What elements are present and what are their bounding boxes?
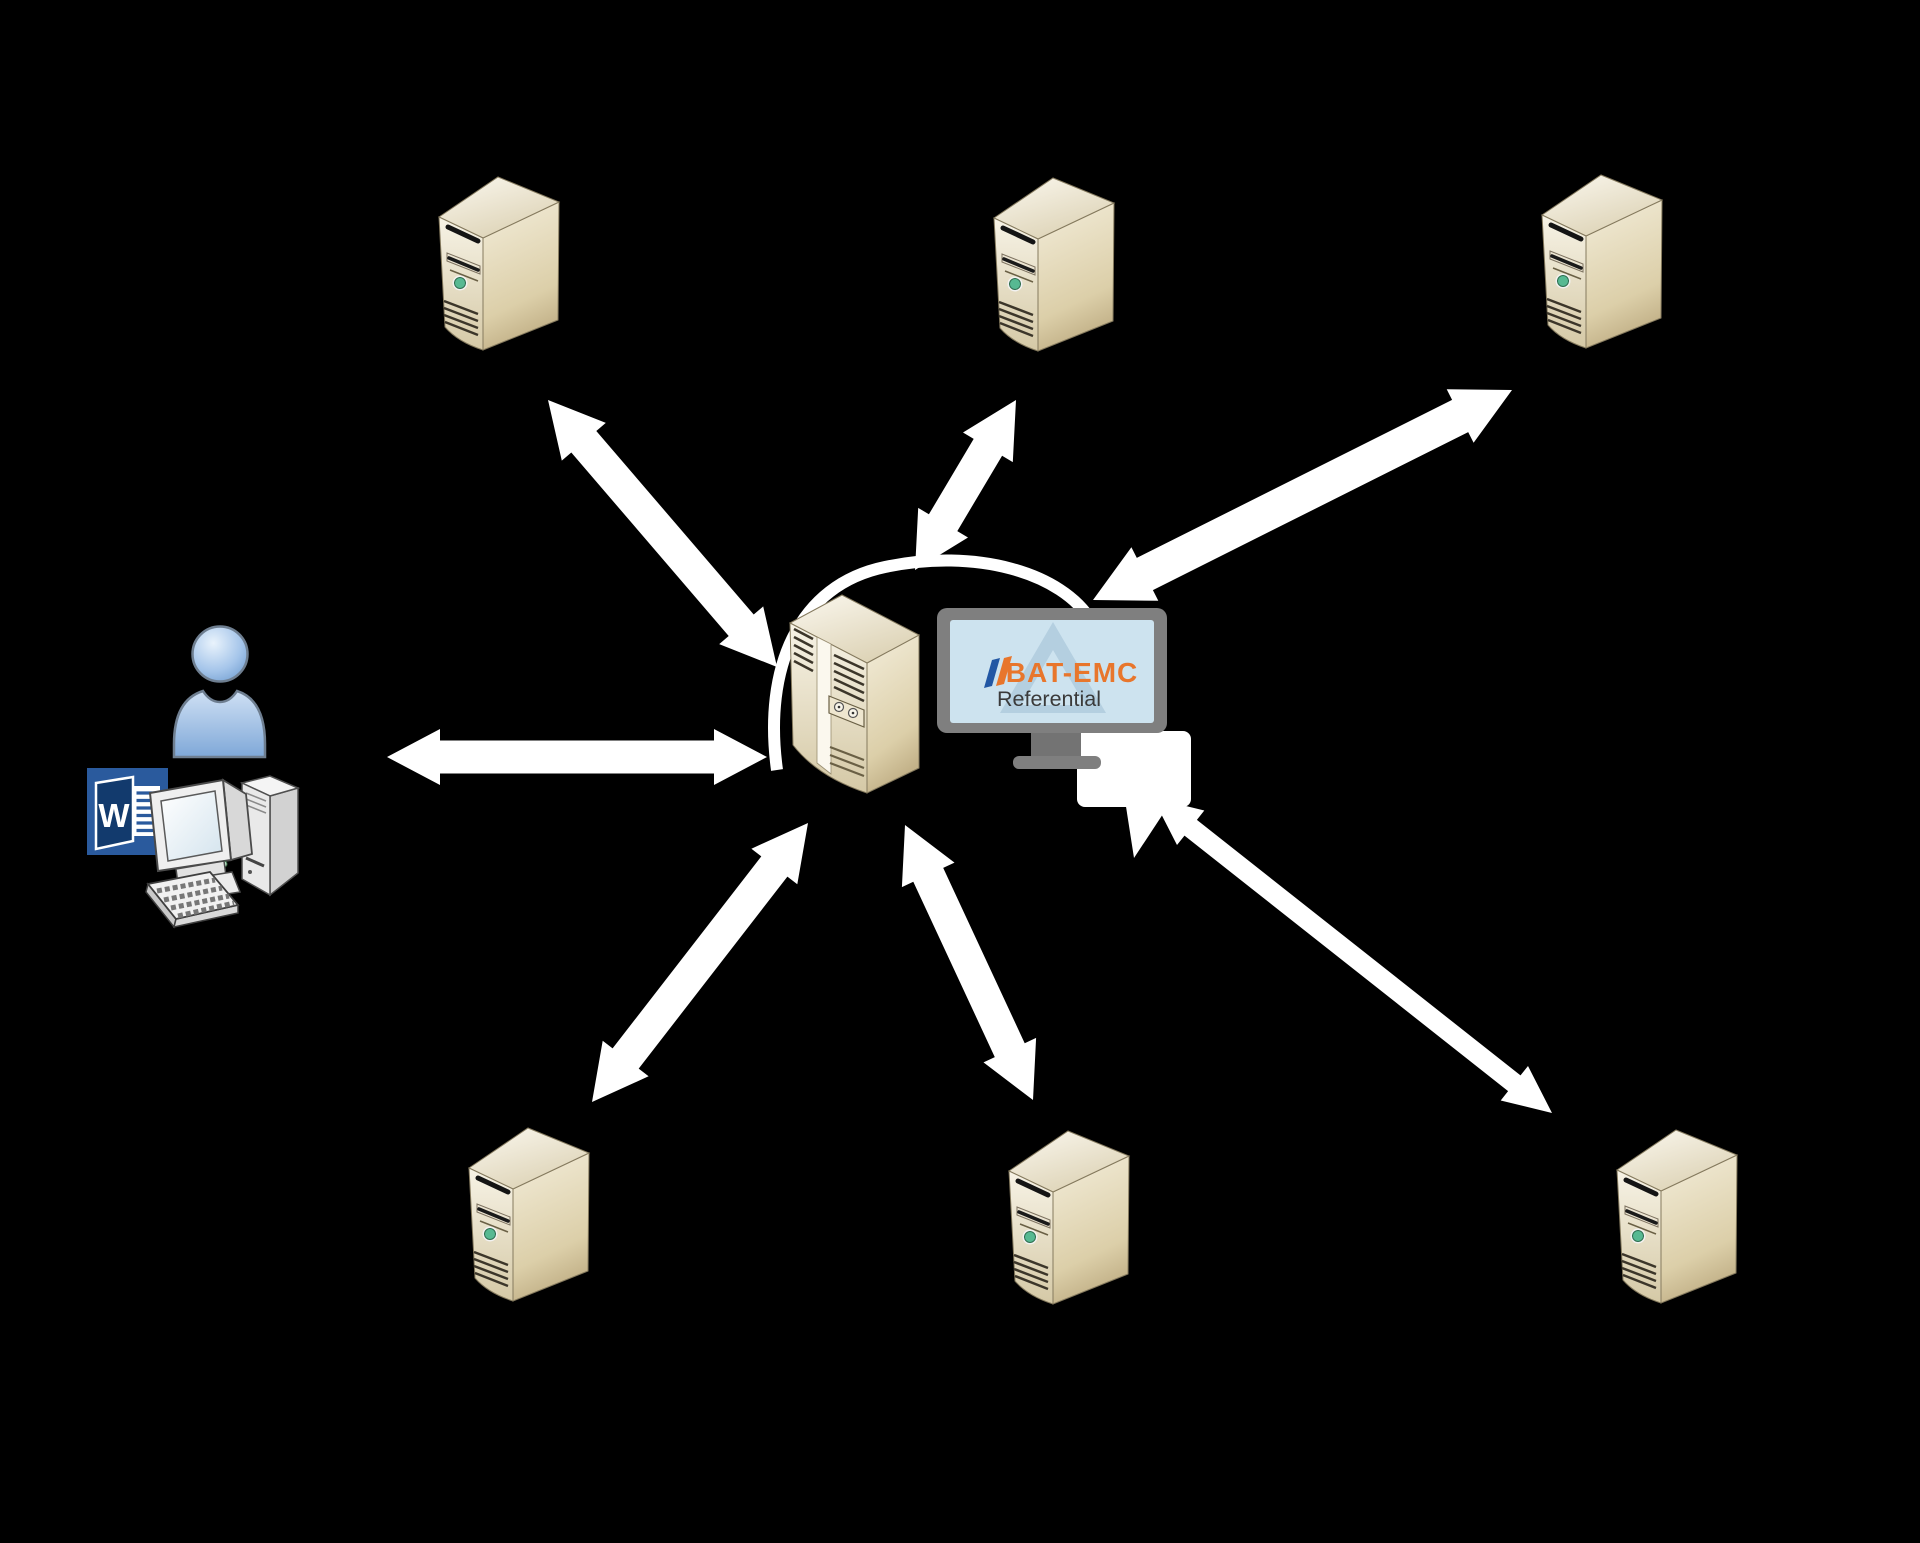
big-arrowhead-down-left [1120, 768, 1184, 858]
monitor-down-arrow [1077, 731, 1191, 858]
arrow-center-to-top-center-server [915, 400, 1016, 570]
referential-monitor: BAT-EMC Referential [937, 608, 1167, 769]
bat-emc-logo: BAT-EMC Referential [984, 656, 1138, 711]
referential-text: Referential [997, 687, 1101, 711]
workstation-group: W [87, 625, 301, 929]
word-letter: W [98, 797, 130, 834]
arrow-center-to-bottom-left-server [592, 823, 808, 1102]
arrow-center-to-workstation [387, 729, 767, 785]
monitor-stand-neck [1031, 733, 1081, 760]
desktop-computer-icon [145, 775, 301, 929]
monitor-stand-base [1013, 756, 1101, 769]
user-icon [172, 625, 267, 759]
arrow-center-to-top-right-server [1093, 389, 1512, 601]
arrow-center-to-bottom-center-server [901, 825, 1037, 1100]
link-arrows [387, 389, 1512, 1102]
arrow-center-to-top-left-server [548, 400, 777, 667]
arrow-center-to-bottom-right-server [1153, 798, 1552, 1113]
logo-slash-blue [984, 658, 1000, 688]
brand-text: BAT-EMC [1006, 657, 1138, 688]
screen-watermark-triangle [1000, 622, 1106, 713]
arc-link-server-to-monitor [768, 554, 1098, 771]
logo-slash-orange [996, 656, 1012, 686]
